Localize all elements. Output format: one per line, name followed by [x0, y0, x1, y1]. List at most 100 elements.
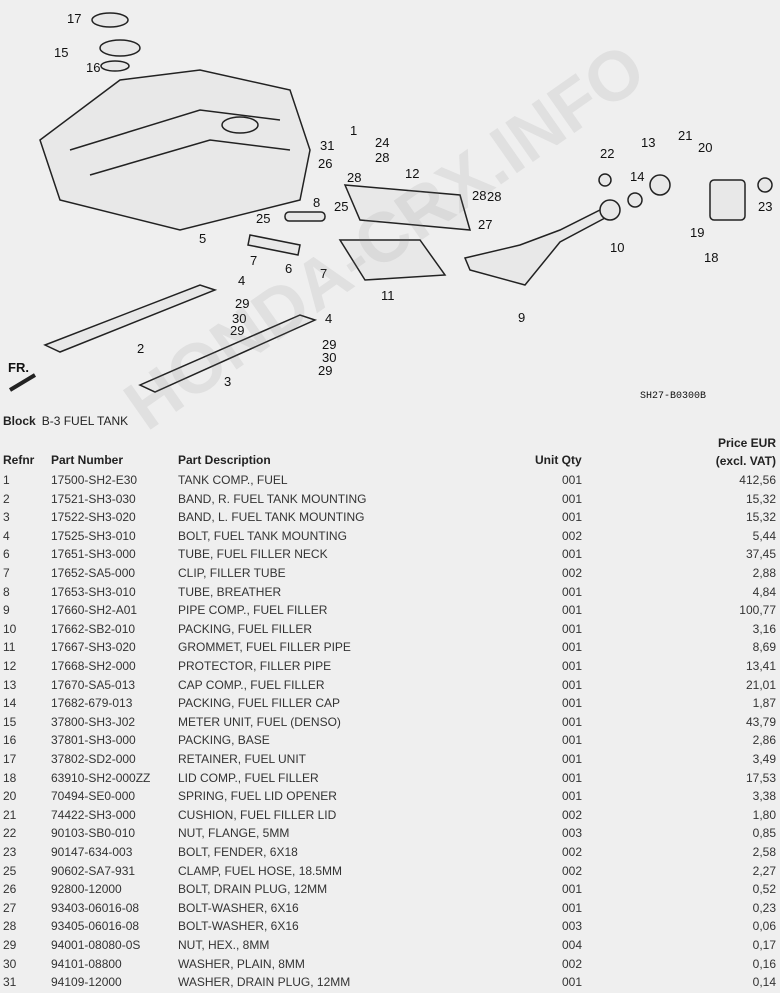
cell-part-number: 37801-SH3-000 [51, 733, 136, 748]
cell-qty: 001 [562, 640, 583, 655]
cell-part-number: 94001-08080-0S [51, 938, 141, 952]
cell-qty: 001 [562, 677, 583, 692]
cell-description: METER UNIT, FUEL (DENSO) [178, 714, 341, 729]
callout-24: 24 [375, 135, 389, 150]
callout-25: 25 [334, 199, 348, 214]
cell-qty: 002 [562, 807, 583, 822]
cell-part-number: 17667-SH3-020 [51, 640, 136, 655]
header-description: Part Description [178, 453, 271, 467]
cell-refnr: 2 [3, 491, 10, 506]
cell-qty: 001 [562, 473, 583, 487]
block-label: Block [3, 414, 36, 428]
cell-part-number: 93405-06016-08 [51, 919, 140, 934]
callout-8: 8 [313, 195, 320, 210]
cell-description: PACKING, BASE [178, 733, 270, 748]
cell-qty: 001 [562, 882, 583, 897]
cell-refnr: 22 [3, 826, 17, 841]
cell-price: 0,52 [752, 882, 776, 897]
cell-refnr: 26 [3, 882, 17, 897]
cell-description: TUBE, FUEL FILLER NECK [178, 547, 328, 562]
cell-qty: 001 [562, 621, 583, 636]
cell-price: 4,84 [752, 584, 776, 599]
cell-description: PACKING, FUEL FILLER CAP [178, 696, 341, 711]
cell-qty: 001 [562, 714, 583, 729]
cell-description: SPRING, FUEL LID OPENER [178, 789, 337, 804]
cell-price: 2,88 [752, 566, 776, 580]
cell-price: 2,58 [752, 845, 776, 859]
cell-price: 3,49 [752, 752, 776, 766]
cell-qty: 001 [562, 770, 583, 785]
cell-description: GROMMET, FUEL FILLER PIPE [178, 640, 351, 655]
cell-refnr: 15 [3, 714, 17, 729]
cell-price: 412,56 [739, 473, 776, 487]
cell-qty: 002 [562, 528, 583, 543]
cell-refnr: 14 [3, 696, 17, 711]
cell-qty: 001 [562, 975, 583, 990]
cell-price: 0,85 [752, 826, 776, 841]
header-qty: Unit Qty [535, 453, 582, 467]
block-name: B-3 FUEL TANK [41, 414, 129, 428]
callout-13: 13 [641, 135, 655, 150]
cell-part-number: 37802-SD2-000 [51, 752, 136, 766]
cell-price: 100,77 [739, 603, 776, 618]
cell-price: 0,14 [752, 975, 776, 990]
table-row[interactable]: 15 37800-SH3-J02 METER UNIT, FUEL (DENSO) 0… [0, 715, 780, 733]
callout-2: 2 [137, 341, 144, 356]
cell-refnr: 12 [3, 659, 17, 673]
cell-price: 0,16 [752, 956, 776, 971]
cell-part-number: 74422-SH3-000 [51, 807, 136, 822]
table-row[interactable]: 11 17667-SH3-020 GROMMET, FUEL FILLER PIPE… [0, 640, 780, 658]
cell-refnr: 30 [3, 956, 17, 971]
cell-price: 2,27 [752, 863, 776, 878]
cell-refnr: 27 [3, 900, 17, 915]
callout-19: 19 [690, 225, 704, 240]
cell-part-number: 93403-06016-08 [51, 900, 140, 915]
cell-description: WASHER, DRAIN PLUG, 12MM [178, 975, 351, 990]
cell-part-number: 37800-SH3-J02 [51, 714, 136, 729]
cell-description: RETAINER, FUEL UNIT [178, 752, 307, 766]
callout-29: 29 [318, 363, 332, 378]
cell-description: CLIP, FILLER TUBE [178, 566, 286, 580]
cell-qty: 001 [562, 659, 583, 673]
cell-refnr: 23 [3, 845, 17, 859]
cell-refnr: 17 [3, 752, 17, 766]
cell-refnr: 29 [3, 938, 17, 952]
cell-refnr: 11 [3, 640, 16, 655]
cell-description: PACKING, FUEL FILLER [178, 621, 313, 636]
fuel-tank-drawing [8, 12, 773, 393]
front-arrow-label: FR. [8, 360, 29, 375]
header-price: Price EUR (excl. VAT) [716, 436, 776, 468]
cell-price: 21,01 [745, 677, 776, 692]
callout-6: 6 [285, 261, 292, 276]
cell-qty: 003 [562, 826, 583, 841]
cell-qty: 001 [562, 584, 583, 599]
cell-refnr: 10 [3, 621, 17, 636]
cell-description: NUT, FLANGE, 5MM [178, 826, 290, 841]
